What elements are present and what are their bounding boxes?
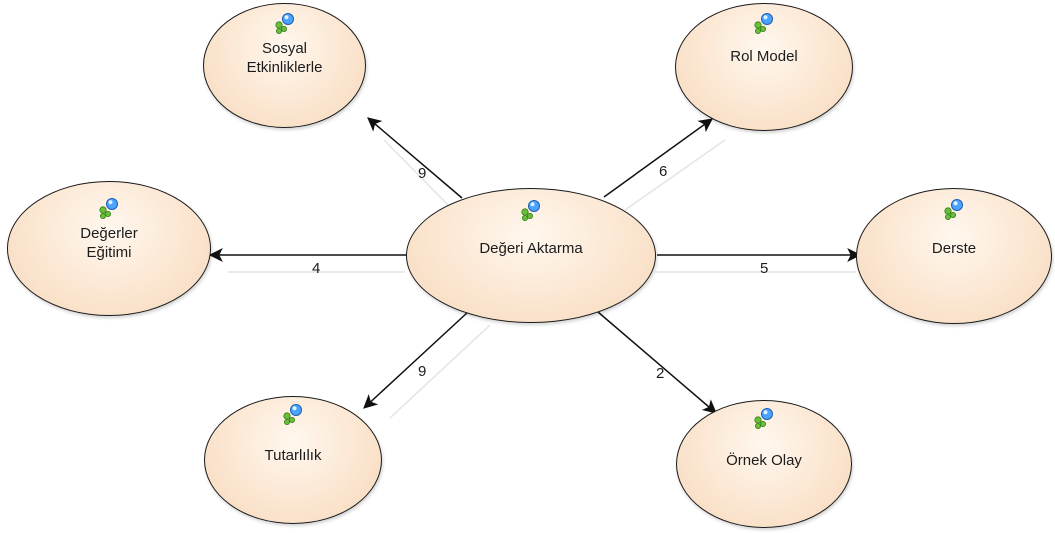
edge-weight-derste: 5 bbox=[760, 260, 769, 277]
node-label: Tutarlılık bbox=[264, 447, 322, 464]
edge-weight-tutarlilik: 9 bbox=[418, 363, 427, 380]
edge-weight-ornek: 2 bbox=[656, 365, 665, 382]
concept-bubbles-icon bbox=[521, 200, 540, 221]
edge-shadow-sosyal bbox=[383, 139, 449, 206]
edge-weight-sosyal: 9 bbox=[418, 165, 427, 182]
node-sosyal-etkinliklerle[interactable]: Sosyal Etkinliklerle bbox=[203, 3, 366, 128]
concept-bubbles-icon bbox=[754, 13, 773, 34]
concept-bubbles-icon bbox=[944, 199, 963, 220]
node-label: Derste bbox=[931, 240, 977, 257]
concept-bubbles-icon bbox=[754, 408, 773, 429]
concept-bubbles-icon bbox=[99, 198, 118, 219]
node-tutarlilik[interactable]: Tutarlılık bbox=[204, 396, 382, 524]
node-label: Değerler Eğitimi bbox=[80, 225, 138, 261]
node-label: Değeri Aktarma bbox=[479, 240, 583, 257]
node-ornek-olay[interactable]: Örnek Olay bbox=[676, 400, 852, 528]
node-degerler-egitimi[interactable]: Değerler Eğitimi bbox=[7, 181, 211, 316]
edge-shadow-tutarlilik bbox=[389, 324, 491, 419]
concept-bubbles-icon bbox=[274, 13, 294, 34]
node-rol-model[interactable]: Rol Model bbox=[675, 3, 853, 131]
edge-to-sosyal bbox=[367, 117, 463, 199]
node-label: Rol Model bbox=[730, 48, 798, 65]
edge-weight-rol: 6 bbox=[659, 163, 668, 180]
edge-to-ornek bbox=[597, 311, 717, 414]
concept-bubbles-icon bbox=[283, 404, 302, 425]
node-label: Sosyal Etkinliklerle bbox=[246, 40, 323, 76]
node-degeri-aktarma[interactable]: Değeri Aktarma bbox=[406, 188, 656, 323]
edge-shadow-rol bbox=[624, 139, 726, 211]
node-label: Örnek Olay bbox=[726, 452, 802, 469]
edge-to-rol bbox=[603, 118, 713, 198]
edge-weight-degerler: 4 bbox=[312, 260, 321, 277]
edge-to-tutarlilik bbox=[363, 311, 469, 409]
node-derste[interactable]: Derste bbox=[856, 188, 1052, 324]
